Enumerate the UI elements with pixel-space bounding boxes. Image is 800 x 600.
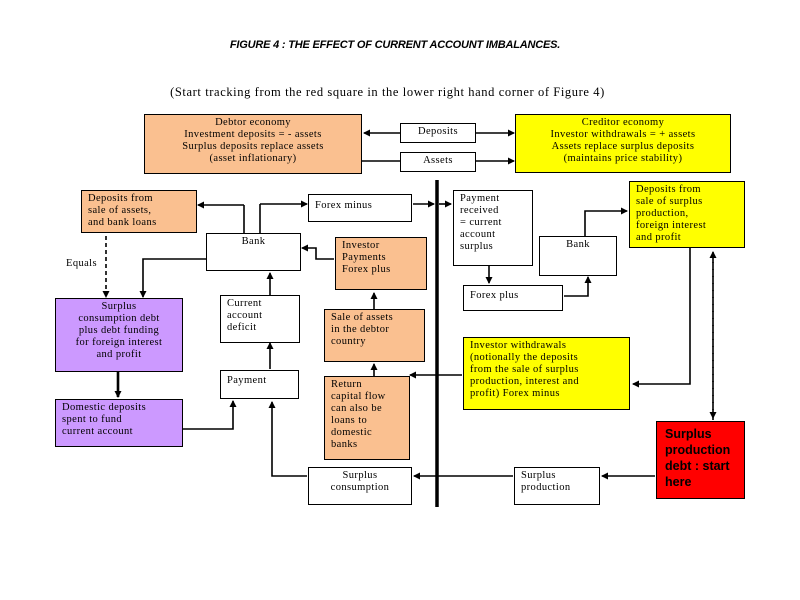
current-account-deficit-box: Current account deficit (220, 295, 300, 343)
equals-label: Equals (66, 258, 97, 269)
deposits-box: Deposits (400, 123, 476, 143)
payment-received-box: Payment received = current account surpl… (453, 190, 533, 266)
surplus-consumption-debt-box: Surplus consumption debt plus debt fundi… (55, 298, 183, 372)
surplus-production-debt-start-box: Surplus production debt : start here (656, 421, 745, 499)
arrow-bank-to-consumption-debt (139, 258, 206, 298)
arrow-creditor-deposits-to-withdrawals (632, 248, 691, 388)
domestic-deposits-box: Domestic deposits spent to fund current … (55, 399, 183, 447)
deposits-from-sale-creditor-box: Deposits from sale of surplus production… (629, 181, 745, 248)
deposits-from-sale-debtor-box: Deposits from sale of assets, and bank l… (81, 190, 197, 233)
arrow-forex-plus-to-bank (564, 276, 592, 297)
payment-box: Payment (220, 370, 299, 399)
bank-creditor-box: Bank (539, 236, 617, 276)
investor-payments-box: Investor Payments Forex plus (335, 237, 427, 290)
assets-box: Assets (400, 152, 476, 172)
arrow-investor-to-bank (301, 244, 334, 260)
surplus-consumption-box: Surplus consumption (308, 467, 412, 505)
surplus-production-box: Surplus production (514, 467, 600, 505)
arrow-bank-to-creditor-deposits (584, 207, 628, 236)
bank-debtor-box: Bank (206, 233, 301, 271)
figure-title: FIGURE 4 : THE EFFECT OF CURRENT ACCOUNT… (229, 39, 561, 51)
investor-withdrawals-box: Investor withdrawals (notionally the dep… (463, 337, 630, 410)
creditor-economy-box: Creditor economy Investor withdrawals = … (515, 114, 731, 173)
return-capital-flow-box: Return capital flow can also be loans to… (324, 376, 410, 460)
arrow-domestic-to-payment (183, 400, 237, 430)
debtor-economy-box: Debtor economy Investment deposits = - a… (144, 114, 362, 174)
forex-minus-box: Forex minus (308, 194, 412, 222)
sale-of-assets-box: Sale of assets in the debtor country (324, 309, 425, 362)
figure-subtitle: (Start tracking from the red square in t… (170, 85, 605, 99)
arrow-consumption-to-payment (268, 401, 307, 477)
forex-plus-box: Forex plus (463, 285, 563, 311)
